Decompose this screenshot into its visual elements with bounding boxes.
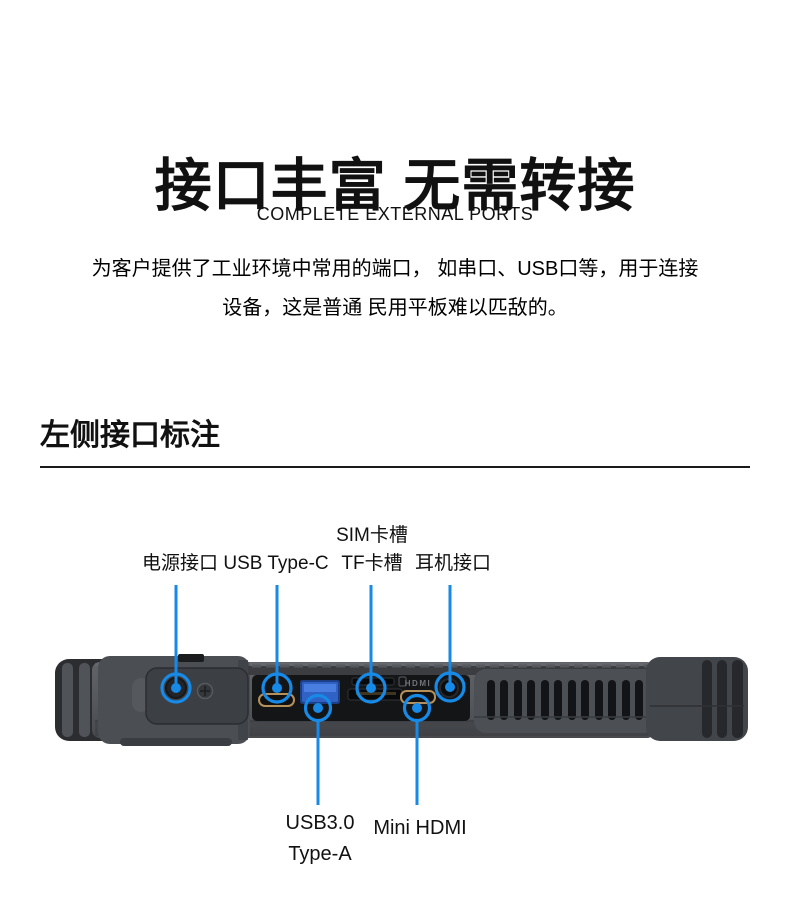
description: 为客户提供了工业环境中常用的端口， 如串口、USB口等，用于连接 设备，这是普通… — [0, 250, 790, 328]
power-flap-module — [98, 654, 250, 746]
callout-headphone — [434, 585, 466, 703]
callout-sim-tf — [355, 585, 387, 704]
label-sim-slot: SIM卡槽 — [336, 525, 408, 546]
label-tf-slot: TF卡槽 — [341, 553, 403, 574]
label-power-port: 电源接口 — [141, 553, 218, 574]
usb-a-port — [300, 680, 340, 704]
section-title: 左侧接口标注 — [40, 419, 220, 452]
label-usb3-line1: USB3.0 — [285, 812, 355, 834]
vent-grille — [474, 669, 656, 733]
device-illustration: HDMI — [55, 585, 748, 805]
ports-annotation-figure: HDMI — [0, 490, 790, 908]
sim-icon — [398, 676, 407, 687]
section-divider — [40, 466, 750, 468]
tablet-edge: HDMI — [55, 654, 748, 746]
page-subtitle: COMPLETE EXTERNAL PORTS — [256, 204, 534, 224]
description-line-1: 为客户提供了工业环境中常用的端口， 如串口、USB口等，用于连接 — [91, 258, 699, 280]
label-usb3-type-a: USB3.0 Type-A — [268, 808, 372, 870]
callout-power — [160, 585, 192, 704]
callout-usb-c — [261, 585, 293, 704]
label-mini-hdmi: Mini HDMI — [373, 817, 467, 839]
callout-mini-hdmi — [402, 693, 432, 805]
hdmi-print: HDMI — [405, 679, 431, 688]
label-usb3-line2: Type-A — [288, 843, 352, 865]
description-line-2: 设备，这是普通 民用平板难以匹敌的。 — [222, 297, 568, 319]
label-usb-type-c: USB Type-C — [223, 553, 329, 574]
right-bumper — [646, 657, 748, 741]
page-title: 接口丰富 无需转接 — [154, 154, 636, 219]
label-headphone-port: 耳机接口 — [414, 553, 491, 574]
callout-usb3 — [303, 693, 333, 805]
label-sim-tf-slot: SIM卡槽 TF卡槽 — [322, 522, 422, 578]
